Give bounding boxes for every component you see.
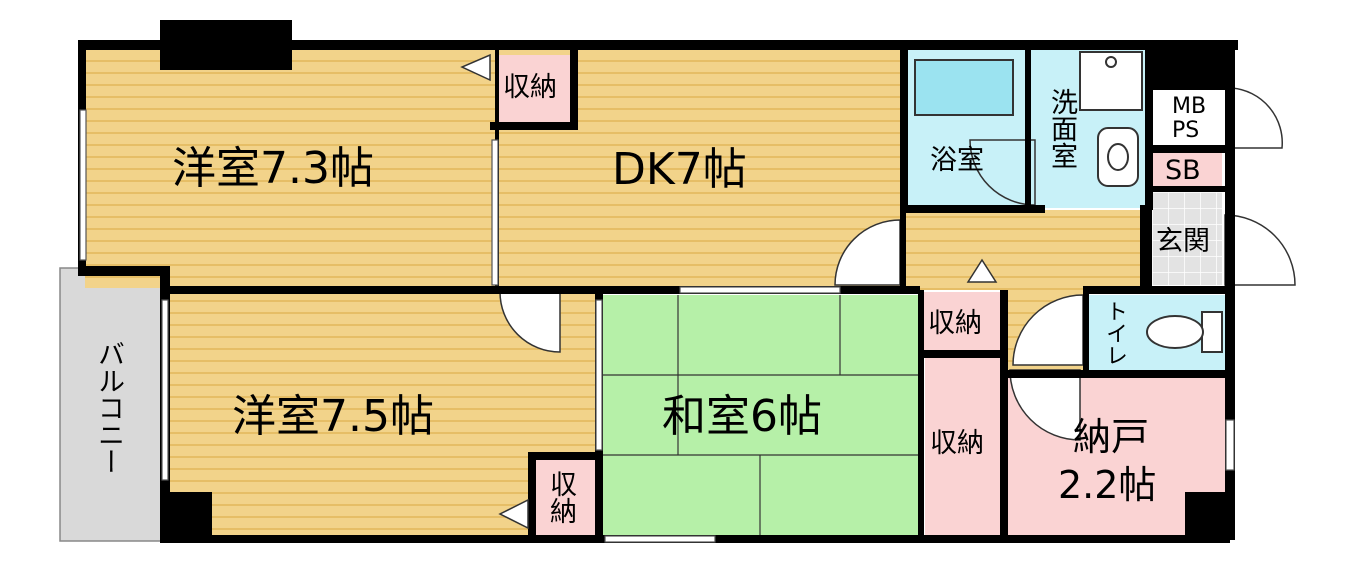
toilet-tank [1201,311,1223,353]
room-label-storeroom-size: 2.2帖 [1058,463,1157,507]
western1-floor [85,48,495,288]
entrance-floor [1150,190,1222,285]
room-label-dk: DK7帖 [612,144,747,195]
closet-label-japanese: 収納 [930,428,984,459]
shoebox-label: SB [1165,155,1201,186]
balcony-label: バルコニー [93,340,124,475]
room-label-western2: 洋室7.5帖 [232,391,434,442]
balcony [59,267,166,542]
closet-japanese [925,358,1003,540]
closet-label-hall: 収納 [928,308,982,339]
mbps-label-2: PS [1172,118,1200,143]
mbps-label-1: MB [1172,94,1207,119]
bathtub [914,59,1014,116]
hall-floor [900,210,1145,290]
washroom-label: 洗面室 [1046,88,1077,169]
closet-dk [495,55,570,125]
wash-basin [1097,127,1139,187]
closet-label-western2: 収納 [545,470,576,524]
room-label-western1: 洋室7.3帖 [172,143,374,194]
room-label-japanese: 和室6帖 [662,391,822,442]
shoebox [1150,152,1222,190]
entrance-label: 玄関 [1156,226,1210,257]
closet-western2 [535,455,595,540]
toilet-label: トイレ [1102,300,1127,366]
toilet-bowl [1146,315,1204,349]
room-label-storeroom: 納戸 [1073,415,1150,459]
bath-label: 浴室 [930,145,984,176]
washing-machine [1079,51,1143,111]
closet-hall [920,292,1000,352]
closet-label-dk: 収納 [503,72,557,103]
